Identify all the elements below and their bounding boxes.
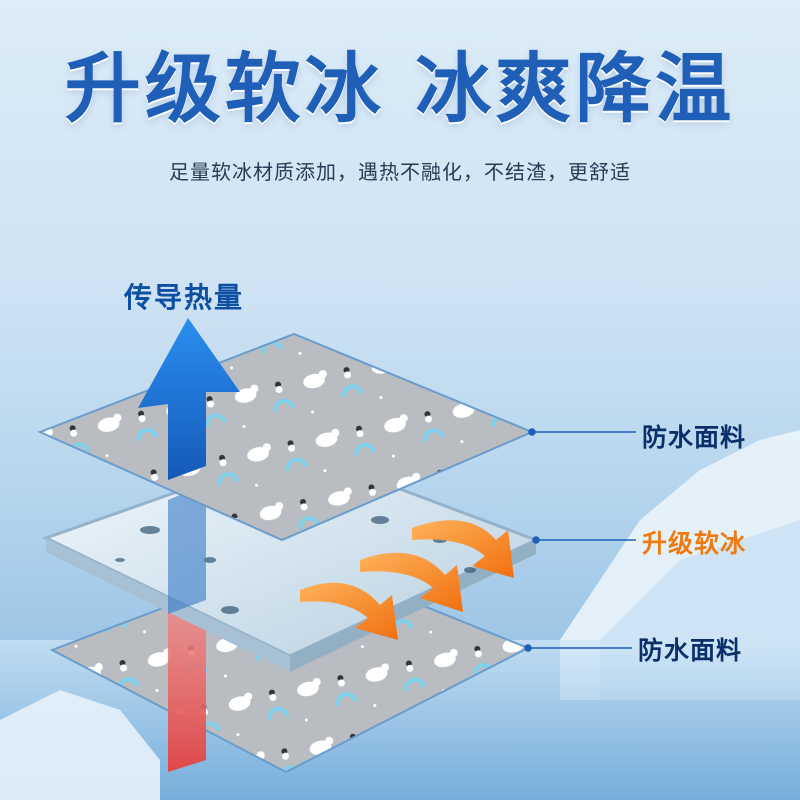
heat-conduction-label: 传导热量 [124,281,245,314]
top-fabric-layer [37,332,535,542]
layer-label-top: 防水面料 [642,423,747,452]
heat-arrow-blue-icon [168,484,206,614]
cooling-arrows-icon [300,520,514,640]
layer-label-bottom: 防水面料 [638,636,743,665]
heat-up-arrow-icon [138,318,240,480]
leader-lines [524,428,636,652]
page-title: 升级软冰 冰爽降温 [64,44,736,133]
heat-arrow-red-icon [168,598,206,772]
layer-label-middle: 升级软冰 [642,529,747,558]
page-subtitle: 足量软冰材质添加，遇热不融化，不结渣，更舒适 [169,160,631,184]
